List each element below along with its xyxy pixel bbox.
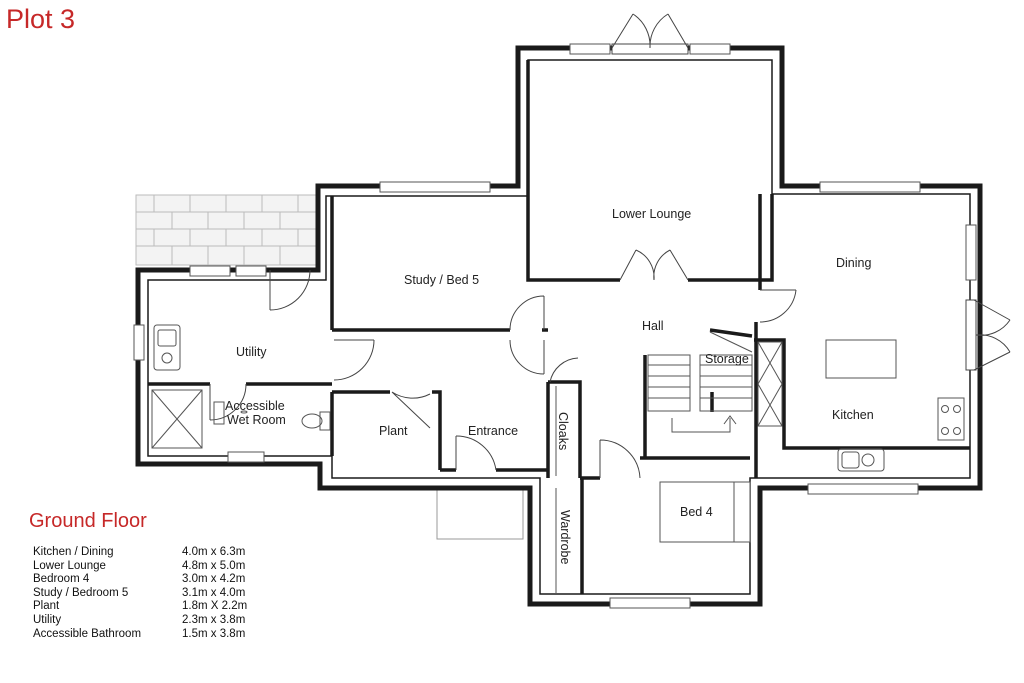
label-kitchen: Kitchen [832,408,874,422]
plot-title: Plot 3 [6,4,76,34]
staircase [647,331,753,433]
floor-title: Ground Floor [29,510,147,532]
internal-walls [148,60,970,594]
schedule-room-size: 4.0m x 6.3m [182,546,246,558]
schedule-room-name: Study / Bedroom 5 [33,586,129,599]
label-hall: Hall [642,319,664,333]
label-entrance: Entrance [468,424,518,438]
schedule-row: Study / Bedroom 5 3.1m x 4.0m [33,587,247,601]
label-lower-lounge: Lower Lounge [612,207,691,221]
utility-fittings [151,324,331,449]
schedule-row: Kitchen / Dining 4.0m x 6.3m [33,546,247,560]
label-study-bed5: Study / Bed 5 [404,273,479,287]
label-wet-room-line2: Wet Room [227,413,286,427]
bed-4-furniture [659,481,751,543]
label-wardrobe: Wardrobe [558,510,572,564]
schedule-row: Plant 1.8m X 2.2m [33,600,247,614]
room-labels: Lower Lounge Study / Bed 5 Dining Utilit… [225,207,874,564]
french-doors-dining [965,299,1011,371]
label-utility: Utility [236,345,267,359]
schedule-room-size: 2.3m x 3.8m [182,613,246,626]
schedule-row: Lower Lounge 4.8m x 5.0m [33,560,247,574]
schedule-row: Bedroom 4 3.0m x 4.2m [33,573,247,587]
schedule-room-name: Plant [33,600,60,613]
schedule-room-name: Lower Lounge [33,559,106,572]
schedule-room-size: 3.1m x 4.0m [182,586,246,599]
label-dining: Dining [836,256,871,270]
schedule-room-name: Utility [33,613,62,626]
kitchen-fittings [757,339,965,472]
label-cloaks: Cloaks [556,412,570,450]
schedule-room-size: 1.5m x 3.8m [182,627,246,640]
schedule-row: Accessible Bathroom 1.5m x 3.8m [33,628,247,642]
schedule-room-name: Kitchen / Dining [33,546,114,558]
french-doors-lounge [611,13,689,55]
schedule-room-size: 4.8m x 5.0m [182,559,246,572]
windows [133,43,977,609]
schedule-room-size: 3.0m x 4.2m [182,573,246,586]
schedule-room-name: Bedroom 4 [33,573,90,586]
schedule-room-size: 1.8m X 2.2m [182,600,248,613]
schedule-room-name: Accessible Bathroom [33,627,142,640]
schedule-row: Utility 2.3m x 3.8m [33,614,247,628]
label-wet-room-line1: Accessible [225,399,285,413]
label-plant: Plant [379,424,408,438]
patio-paving [135,194,319,266]
front-step [436,486,524,540]
label-bed4: Bed 4 [680,505,713,519]
internal-doors [209,249,797,479]
label-storage: Storage [705,352,749,366]
